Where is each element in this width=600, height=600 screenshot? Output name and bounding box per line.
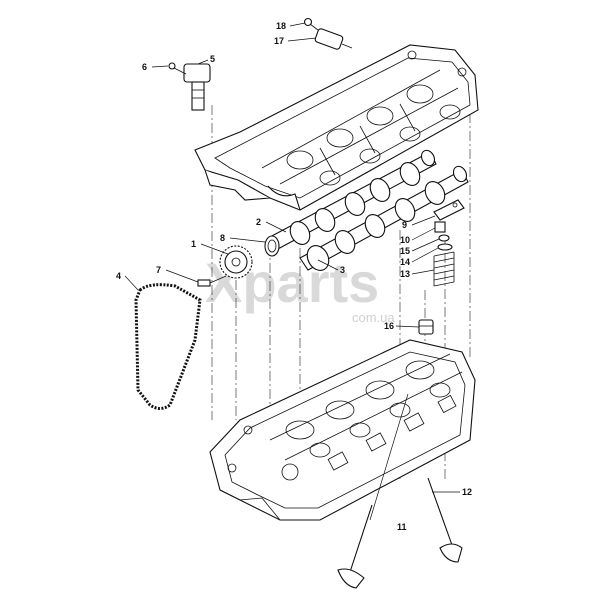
callout-labels: 1 2 3 4 5 6 7 8 9 10 11 12 13 14 15 16 1…: [116, 21, 472, 532]
camshaft-carrier-frame: [194, 44, 479, 211]
seal-ring-part-8: [264, 235, 280, 257]
callout-2: 2: [256, 217, 261, 227]
sensor-part-17: [314, 28, 353, 50]
valve-spring-part-13: [433, 251, 455, 287]
callout-11: 11: [397, 522, 407, 532]
valve-part-11: [337, 504, 373, 589]
callout-17: 17: [274, 36, 284, 46]
timing-chain-part-4: [134, 283, 202, 410]
watermark-domain: com.ua: [352, 310, 395, 325]
sprocket-part-1: [219, 245, 253, 279]
screw-part-18: [303, 17, 319, 31]
callout-4: 4: [116, 271, 121, 281]
callout-18: 18: [276, 21, 286, 31]
callout-9: 9: [402, 220, 407, 230]
callout-13: 13: [400, 269, 410, 279]
bolt-part-7: [197, 275, 227, 287]
callout-16: 16: [384, 321, 394, 331]
callout-1: 1: [191, 239, 196, 249]
solenoid-part-5: [183, 63, 211, 111]
callout-14: 14: [400, 257, 410, 267]
callout-15: 15: [400, 246, 410, 256]
callout-6: 6: [142, 62, 147, 72]
callout-7: 7: [156, 265, 161, 275]
valve-stem-seal-part-16: [418, 319, 434, 335]
callout-10: 10: [400, 235, 410, 245]
lifter-part-10: [434, 221, 446, 233]
camshaft-part-3: [299, 165, 469, 271]
bolt-part-6: [168, 62, 187, 75]
callout-12: 12: [462, 487, 472, 497]
retainer-part-15: [438, 234, 450, 242]
camshaft-part-2: [267, 149, 437, 251]
valve-part-12: [427, 477, 463, 563]
spring-seat-part-14: [437, 243, 453, 251]
callout-5: 5: [210, 54, 215, 64]
callout-3: 3: [340, 265, 345, 275]
cylinder-head: [209, 339, 476, 521]
rocker-arm-part-9: [433, 199, 465, 221]
callout-8: 8: [220, 233, 225, 243]
leader-lines: [124, 22, 460, 521]
